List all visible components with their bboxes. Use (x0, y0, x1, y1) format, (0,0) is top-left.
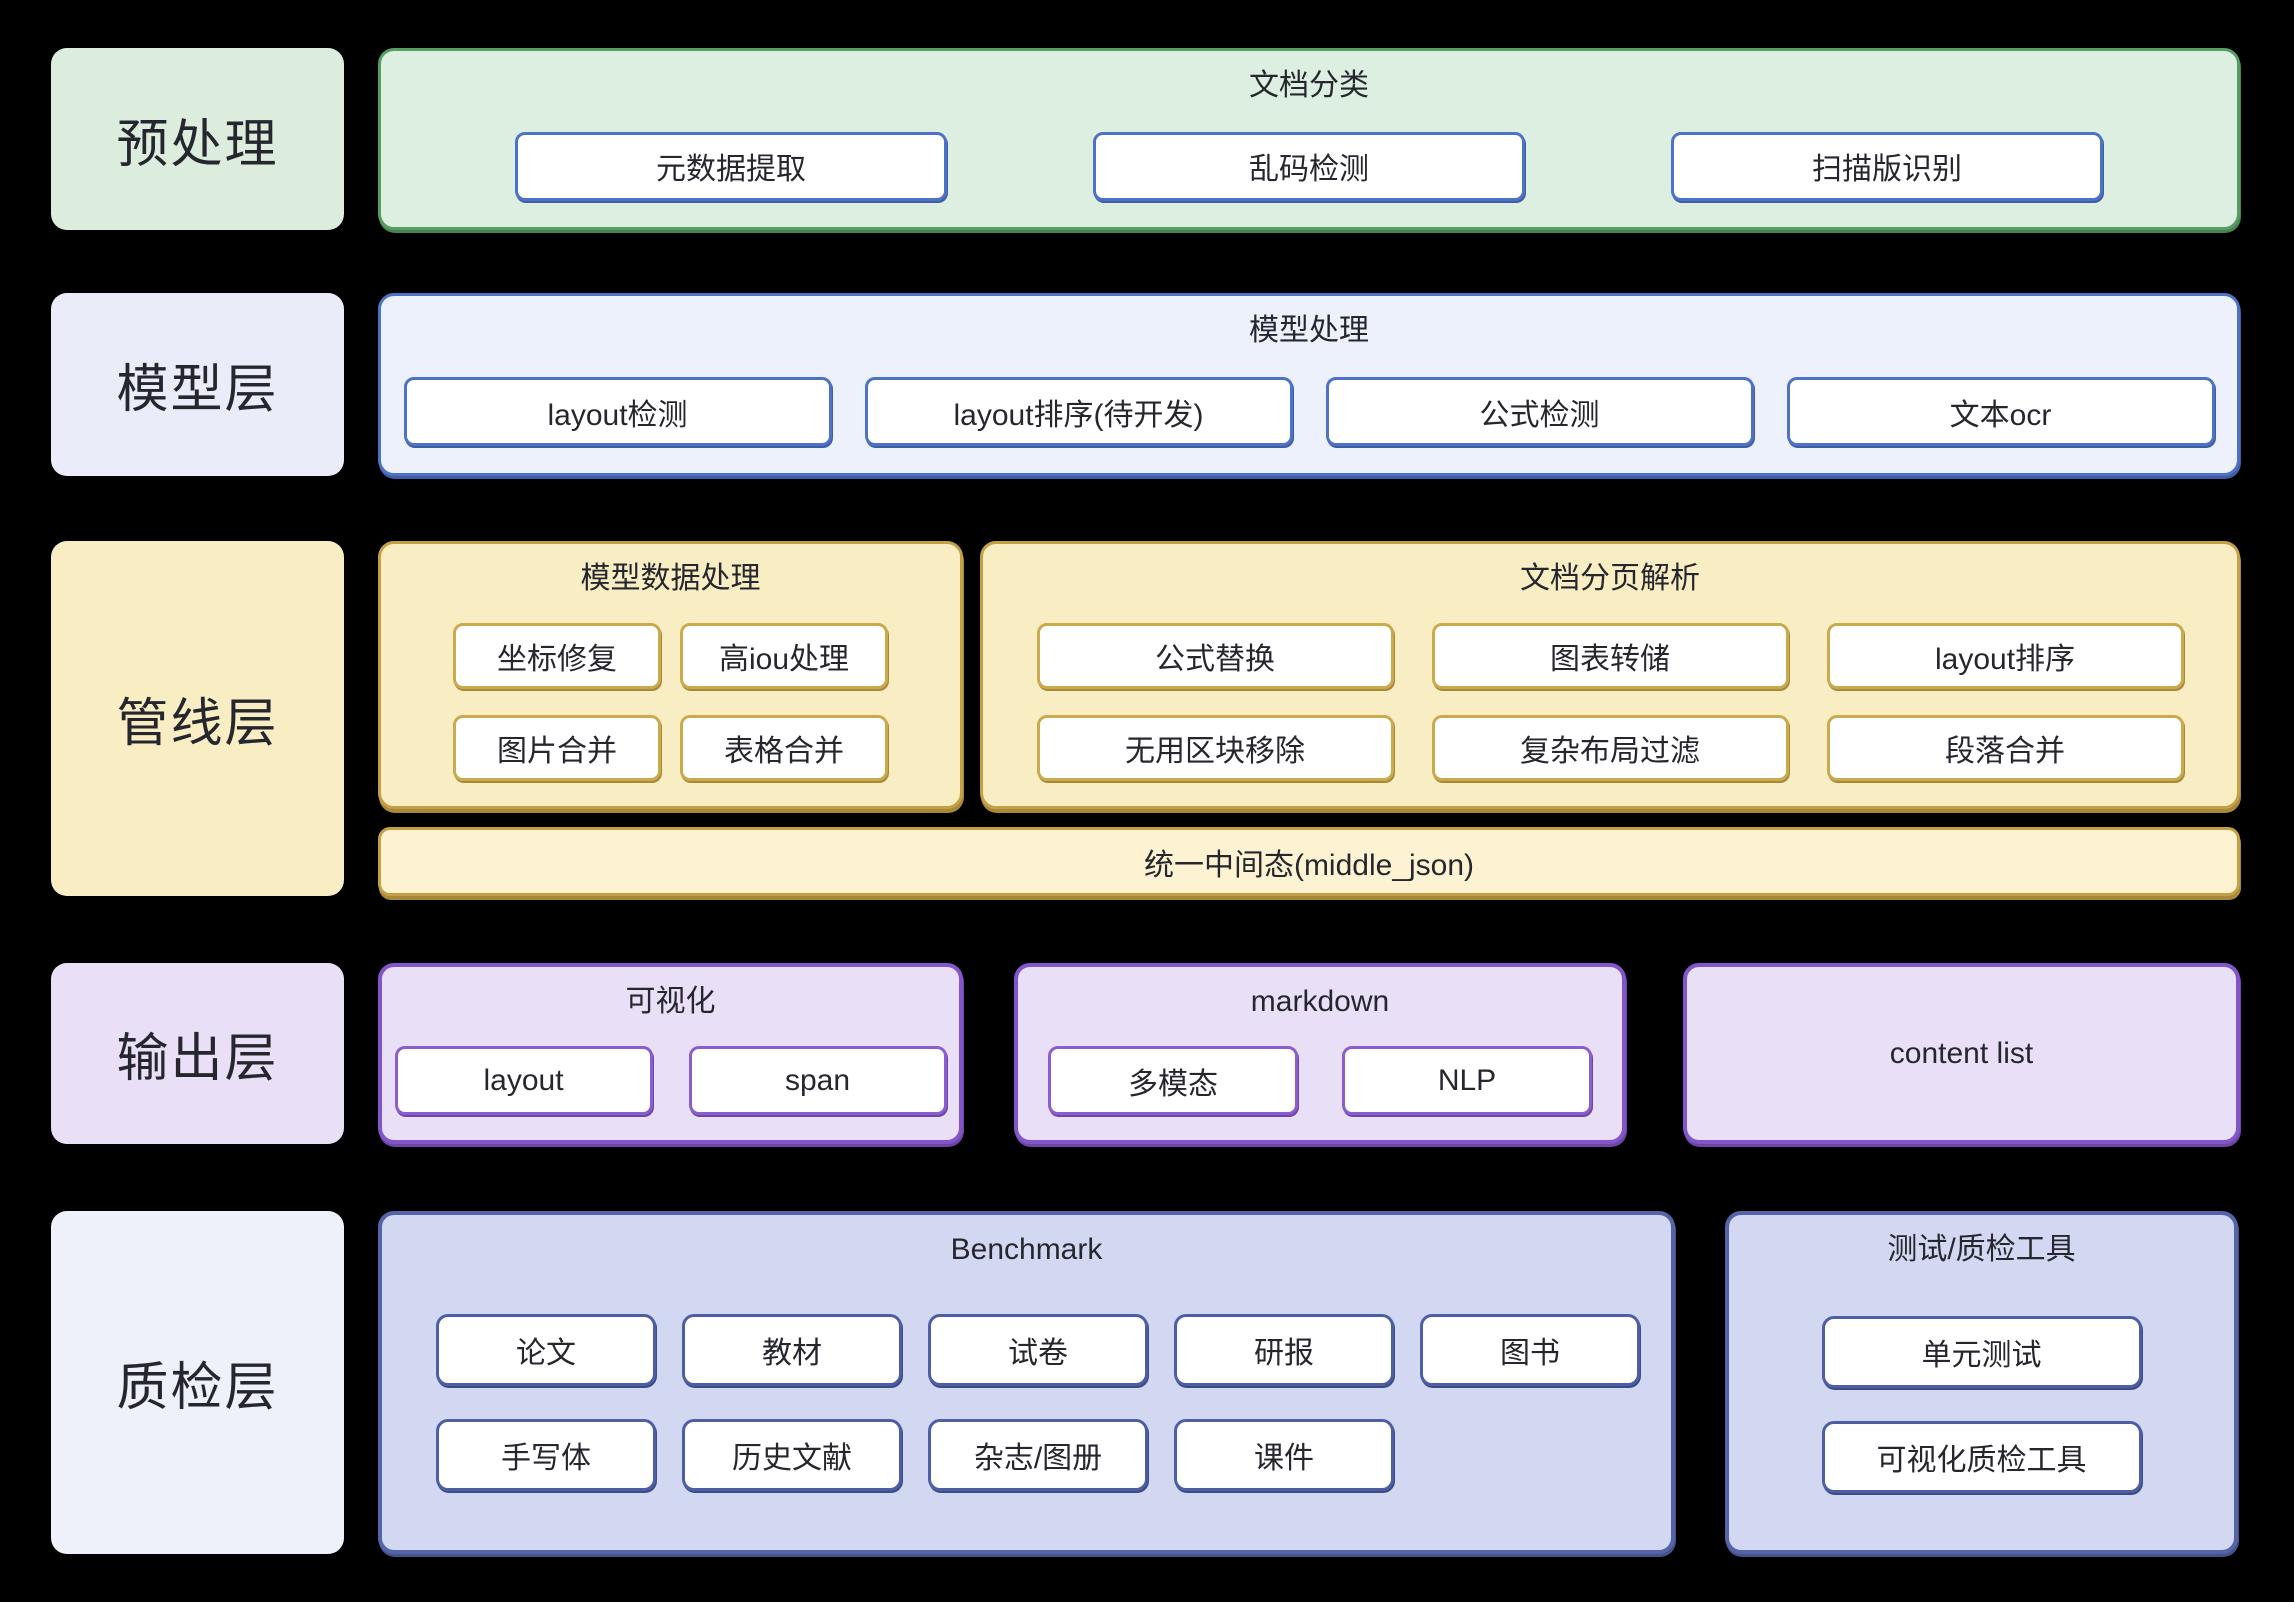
node-layout-sort-todo: layout排序(待开发) (864, 377, 1293, 446)
row-preprocessing: 预处理 文档分类 元数据提取 乱码检测 扫描版识别 (51, 48, 2240, 230)
node-paragraph-merge: 段落合并 (1826, 715, 2184, 781)
node-historical-document: 历史文献 (682, 1419, 902, 1491)
container-visualization: 可视化 layout span (378, 963, 963, 1144)
container-model-data-processing: 模型数据处理 坐标修复 高iou处理 图片合并 表格合并 (378, 541, 963, 809)
row-model-layer: 模型层 模型处理 layout检测 layout排序(待开发) 公式检测 文本o… (51, 293, 2240, 476)
node-textbook: 教材 (682, 1314, 902, 1386)
node-handwriting: 手写体 (436, 1419, 656, 1491)
container-doc-page-parsing: 文档分页解析 公式替换 图表转储 layout排序 无用区块移除 复杂布局过滤 … (980, 541, 2240, 809)
node-unit-test: 单元测试 (1821, 1316, 2142, 1388)
container-content-list: content list (1683, 963, 2240, 1144)
node-complex-layout-filter: 复杂布局过滤 (1431, 715, 1789, 781)
container-doc-classification: 文档分类 元数据提取 乱码检测 扫描版识别 (378, 48, 2240, 230)
node-formula-replace: 公式替换 (1036, 623, 1394, 689)
node-table-merge: 表格合并 (680, 715, 888, 781)
node-md-nlp: NLP (1342, 1046, 1592, 1115)
node-magazine-album: 杂志/图册 (928, 1419, 1148, 1491)
node-md-multimodal: 多模态 (1048, 1046, 1298, 1115)
node-high-iou-processing: 高iou处理 (680, 623, 888, 689)
node-scanned-version-recognition: 扫描版识别 (1671, 131, 2103, 201)
node-formula-detection: 公式检测 (1325, 377, 1754, 446)
node-garbled-text-detection: 乱码检测 (1093, 131, 1525, 201)
container-title-content-list: content list (1889, 1036, 2034, 1070)
node-research-report: 研报 (1174, 1314, 1394, 1386)
layer-label-model: 模型层 (51, 293, 344, 476)
bar-middle-json: 统一中间态(middle_json) (378, 827, 2240, 896)
node-layout-detection: layout检测 (403, 377, 832, 446)
node-metadata-extraction: 元数据提取 (515, 131, 947, 201)
node-chart-dump: 图表转储 (1431, 623, 1789, 689)
node-book: 图书 (1420, 1314, 1640, 1386)
container-title-markdown: markdown (1250, 985, 1390, 1018)
node-useless-block-removal: 无用区块移除 (1036, 715, 1394, 781)
container-title-benchmark: Benchmark (950, 1233, 1103, 1266)
row-output-layer: 输出层 可视化 layout span markdown 多模态 NLP con… (51, 963, 2240, 1144)
node-vis-layout: layout (394, 1046, 653, 1115)
container-title-test-qc-tools: 测试/质检工具 (1887, 1233, 2076, 1266)
layer-label-output: 输出层 (51, 963, 344, 1144)
container-test-qc-tools: 测试/质检工具 单元测试 可视化质检工具 (1725, 1211, 2238, 1554)
container-benchmark: Benchmark 论文 教材 试卷 研报 图书 手写体 历史文献 杂志/图册 … (378, 1211, 1675, 1554)
container-title-visualization: 可视化 (625, 985, 716, 1018)
container-title-model-data-processing: 模型数据处理 (580, 562, 761, 595)
node-paper: 论文 (436, 1314, 656, 1386)
node-layout-sort: layout排序 (1826, 623, 2184, 689)
layer-label-pipeline: 管线层 (51, 541, 344, 896)
layer-label-qc: 质检层 (51, 1211, 344, 1554)
container-title-model-processing: 模型处理 (1249, 314, 1369, 347)
container-model-processing: 模型处理 layout检测 layout排序(待开发) 公式检测 文本ocr (378, 293, 2240, 476)
row-pipeline-layer: 管线层 模型数据处理 坐标修复 高iou处理 图片合并 表格合并 文档分页解析 … (51, 541, 2240, 896)
node-coordinate-fix: 坐标修复 (453, 623, 661, 689)
node-courseware: 课件 (1174, 1419, 1394, 1491)
node-vis-span: span (688, 1046, 947, 1115)
container-title-doc-page-parsing: 文档分页解析 (1520, 562, 1700, 595)
container-title-doc-classification: 文档分类 (1249, 69, 1369, 102)
node-exam-paper: 试卷 (928, 1314, 1148, 1386)
node-image-merge: 图片合并 (453, 715, 661, 781)
container-markdown: markdown 多模态 NLP (1014, 963, 1626, 1144)
node-text-ocr: 文本ocr (1786, 377, 2215, 446)
node-visual-qc-tool: 可视化质检工具 (1821, 1421, 2142, 1493)
row-qc-layer: 质检层 Benchmark 论文 教材 试卷 研报 图书 手写体 历史文献 杂志… (51, 1211, 2240, 1554)
layer-label-preprocessing: 预处理 (51, 48, 344, 230)
